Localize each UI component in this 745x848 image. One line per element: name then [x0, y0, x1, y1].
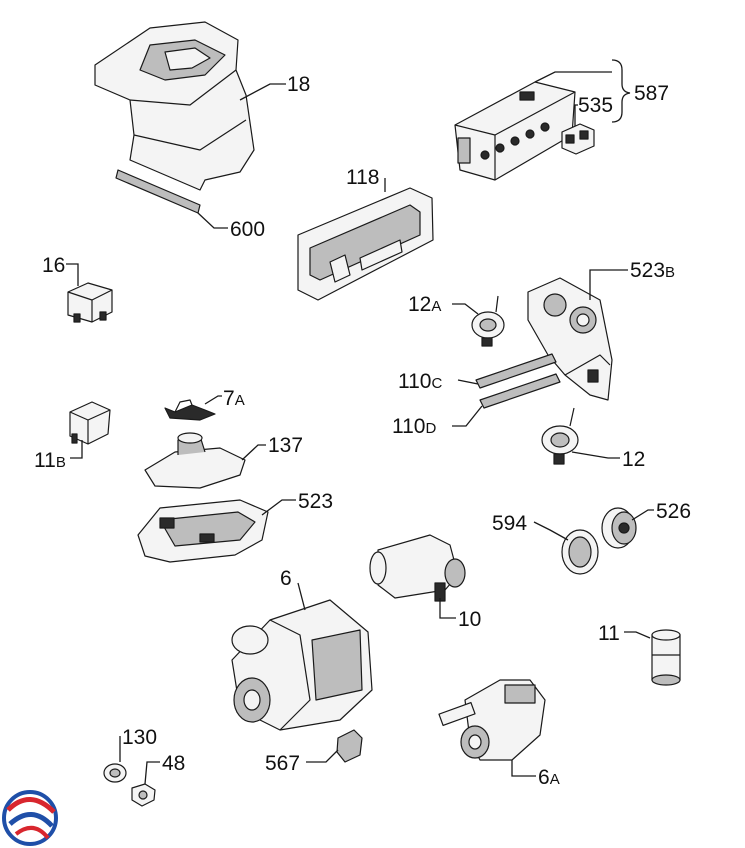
leader-48: [144, 761, 160, 785]
part-hoses: [475, 353, 561, 409]
leader-11b: [70, 440, 83, 459]
part-heater: [369, 534, 466, 602]
part-control-board: [454, 81, 576, 181]
label-12: 12: [622, 448, 645, 471]
label-137: 137: [268, 434, 303, 457]
part-labels: 18 600 587 535 118 16 523B 12A 110C 110D…: [34, 73, 691, 789]
leader-110c: [457, 379, 479, 385]
part-pressure-switch: [541, 407, 579, 465]
leader-526: [631, 509, 654, 521]
brand-logo-icon: [2, 790, 58, 846]
part-pressure-switch-a: [471, 295, 505, 347]
leader-12: [571, 451, 620, 459]
leader-7a: [204, 395, 222, 405]
part-capacitor: [651, 629, 681, 686]
part-clip: [164, 399, 216, 421]
label-11: 11: [598, 622, 620, 645]
part-float-cover: [144, 432, 246, 489]
brace-587: [611, 59, 631, 123]
part-washer: [103, 763, 127, 783]
label-48: 48: [162, 752, 185, 775]
label-587: 587: [634, 82, 669, 105]
part-cover-duct: [94, 21, 255, 191]
label-118: 118: [346, 166, 379, 189]
leader-600: [197, 212, 228, 229]
part-panel-housing: [297, 187, 434, 301]
leader-18: [239, 83, 286, 101]
leader-523: [261, 499, 296, 516]
leader-lines: [66, 59, 654, 785]
label-110d: 110D: [392, 415, 436, 438]
leader-137: [241, 444, 266, 461]
part-sump-plate: [527, 277, 613, 401]
leader-16: [66, 263, 79, 286]
part-small-filter: [336, 729, 363, 763]
label-523b: 523B: [630, 259, 675, 282]
label-594: 594: [492, 512, 527, 535]
leader-594: [533, 521, 569, 541]
leader-110d: [452, 405, 483, 427]
label-6a: 6A: [538, 766, 560, 789]
part-impeller: [601, 507, 637, 549]
leader-587: [534, 71, 612, 83]
part-sump-base: [137, 499, 269, 563]
label-7a: 7A: [223, 387, 245, 410]
label-130: 130: [122, 726, 157, 749]
part-relay-cube: [69, 401, 111, 445]
part-relay: [67, 282, 113, 323]
label-110c: 110C: [398, 370, 442, 393]
label-12a: 12A: [408, 293, 441, 316]
leader-523b: [589, 269, 628, 300]
part-circulation-pump: [231, 599, 373, 731]
label-535: 535: [578, 94, 613, 117]
label-6: 6: [280, 567, 292, 590]
label-18: 18: [287, 73, 310, 96]
part-connector: [561, 123, 595, 155]
part-nut: [131, 783, 156, 807]
label-600: 600: [230, 218, 265, 241]
leader-567: [306, 749, 339, 763]
leader-10: [439, 598, 456, 619]
part-drain-pump: [438, 679, 546, 761]
leader-6: [297, 582, 306, 611]
label-10: 10: [458, 608, 481, 631]
label-16: 16: [42, 254, 65, 277]
leader-12a: [452, 303, 479, 315]
label-567: 567: [265, 752, 300, 775]
part-seal-ring: [561, 529, 599, 575]
leader-11: [624, 631, 651, 639]
label-523: 523: [298, 490, 333, 513]
label-526: 526: [656, 500, 691, 523]
label-11b: 11B: [34, 449, 66, 472]
leader-6a: [511, 760, 536, 777]
leader-535: [574, 104, 578, 126]
